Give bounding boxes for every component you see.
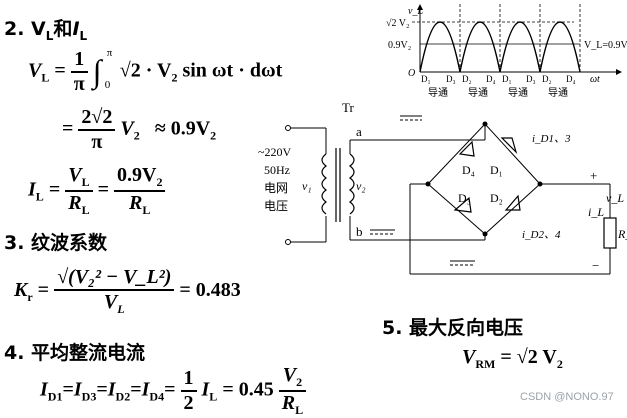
x-axis-arrow xyxy=(616,69,622,75)
edge-d2 xyxy=(484,183,541,235)
kr-formula: Kr = √(V₂² − V_L²)VL = 0.483 xyxy=(14,266,241,316)
rectified-waveform xyxy=(419,21,581,73)
svg-text:导通: 导通 xyxy=(468,87,488,99)
source-freq-label: 50Hz xyxy=(264,163,290,177)
svg-text:D₂: D₂ xyxy=(462,74,472,84)
il-label: i_L xyxy=(588,205,604,219)
d4-label: D₄ xyxy=(462,163,475,177)
section-5-heading: 5. 最大反向电压 xyxy=(382,317,524,339)
vl-output-label: v_L xyxy=(606,191,624,205)
primary-winding xyxy=(321,153,327,215)
y-axis-arrow xyxy=(417,4,423,10)
diode-d1-symbol xyxy=(500,137,518,155)
conduct-labels: 导通 导通 导通 导通 xyxy=(428,87,568,99)
x-axis-label: ωt xyxy=(590,74,600,85)
svg-text:导通: 导通 xyxy=(548,87,568,99)
svg-text:D₁: D₁ xyxy=(502,74,512,84)
vrm-formula: VRM = √2 V2 xyxy=(462,346,563,371)
half-period-separators xyxy=(459,4,581,72)
v1-label: v₁ xyxy=(302,179,312,193)
bridge-rectifier-circuit: Tr a b ~220V 50Hz 电网 电压 v₁ v₂ D₄ D₁ D₃ D… xyxy=(258,100,627,275)
svg-text:D₁: D₁ xyxy=(421,74,431,84)
integral-sign: ∫ π 0 xyxy=(92,47,113,91)
source-terminal-bottom xyxy=(285,239,291,245)
source-grid-label: 电网 xyxy=(264,181,288,195)
svg-text:D₄: D₄ xyxy=(566,74,576,84)
svg-text:D₃: D₃ xyxy=(526,74,536,84)
edge-d1 xyxy=(484,123,541,185)
svg-text:D₂: D₂ xyxy=(542,74,552,84)
diode-d3-symbol xyxy=(453,196,472,213)
rl-label: R_L xyxy=(617,227,627,241)
load-resistor xyxy=(603,217,617,249)
svg-text:导通: 导通 xyxy=(428,87,448,99)
watermark: CSDN @NONO.97 xyxy=(520,391,614,403)
transformer-label: Tr xyxy=(342,100,354,115)
vl-axis-label: v_L xyxy=(408,6,423,17)
edge-d4 xyxy=(427,123,486,185)
source-voltage-word: 电压 xyxy=(264,199,288,213)
avg-ref-label: 0.9V₂ xyxy=(388,40,411,51)
diode-conduction-labels: D₁ D₃ D₂ D₄ D₁ D₃ D₂ D₄ xyxy=(421,74,576,84)
minus-label: − xyxy=(592,258,599,273)
id13-label: i_D1、3 xyxy=(532,133,571,145)
section-2-heading: 2. VL和IL xyxy=(4,18,88,43)
vl-waveform-diagram: √2 V₂ v_L 0.9V₂ V_L=0.9V₂ O ωt D₁ D₃ D₂ … xyxy=(386,4,627,99)
d3-label: D₃ xyxy=(458,191,471,205)
id24-label: i_D2、4 xyxy=(522,229,561,241)
section-4-heading: 4. 平均整流电流 xyxy=(4,342,146,364)
d1-label: D₁ xyxy=(490,163,503,177)
source-voltage-label: ~220V xyxy=(258,145,291,159)
node-a-label: a xyxy=(356,124,362,139)
svg-text:D₃: D₃ xyxy=(446,74,456,84)
node-b-label: b xyxy=(356,224,363,239)
v2-label: v₂ xyxy=(356,179,366,193)
peak-label: √2 V₂ xyxy=(386,18,410,29)
secondary-winding xyxy=(349,153,355,215)
diode-d2-symbol xyxy=(504,194,521,211)
diode-d4-symbol xyxy=(458,140,475,157)
plus-label: + xyxy=(590,168,597,183)
avg-line-label: V_L=0.9V₂ xyxy=(584,40,627,51)
origin-label: O xyxy=(408,68,415,79)
svg-text:D₄: D₄ xyxy=(486,74,496,84)
svg-text:导通: 导通 xyxy=(508,87,528,99)
d2-label: D₂ xyxy=(490,191,503,205)
source-terminal-top xyxy=(285,125,291,131)
section-3-heading: 3. 纹波系数 xyxy=(4,232,108,254)
